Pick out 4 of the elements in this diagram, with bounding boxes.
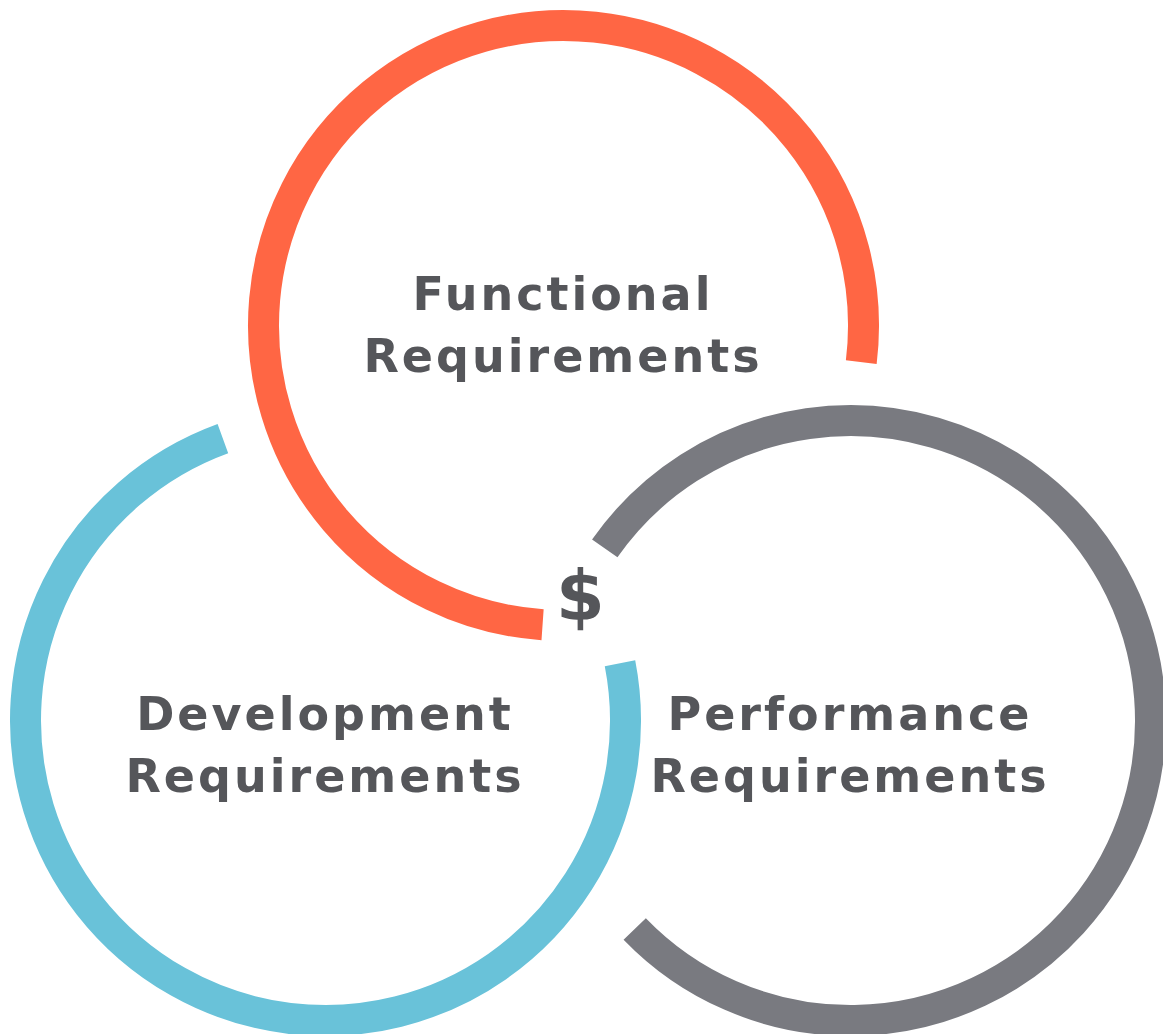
ring-title: Functional Requirements <box>362 266 764 385</box>
dollar-sign: $ <box>556 555 605 637</box>
ring-title: Performance Requirements <box>649 686 1051 805</box>
ring-title: Development Requirements <box>124 686 526 805</box>
